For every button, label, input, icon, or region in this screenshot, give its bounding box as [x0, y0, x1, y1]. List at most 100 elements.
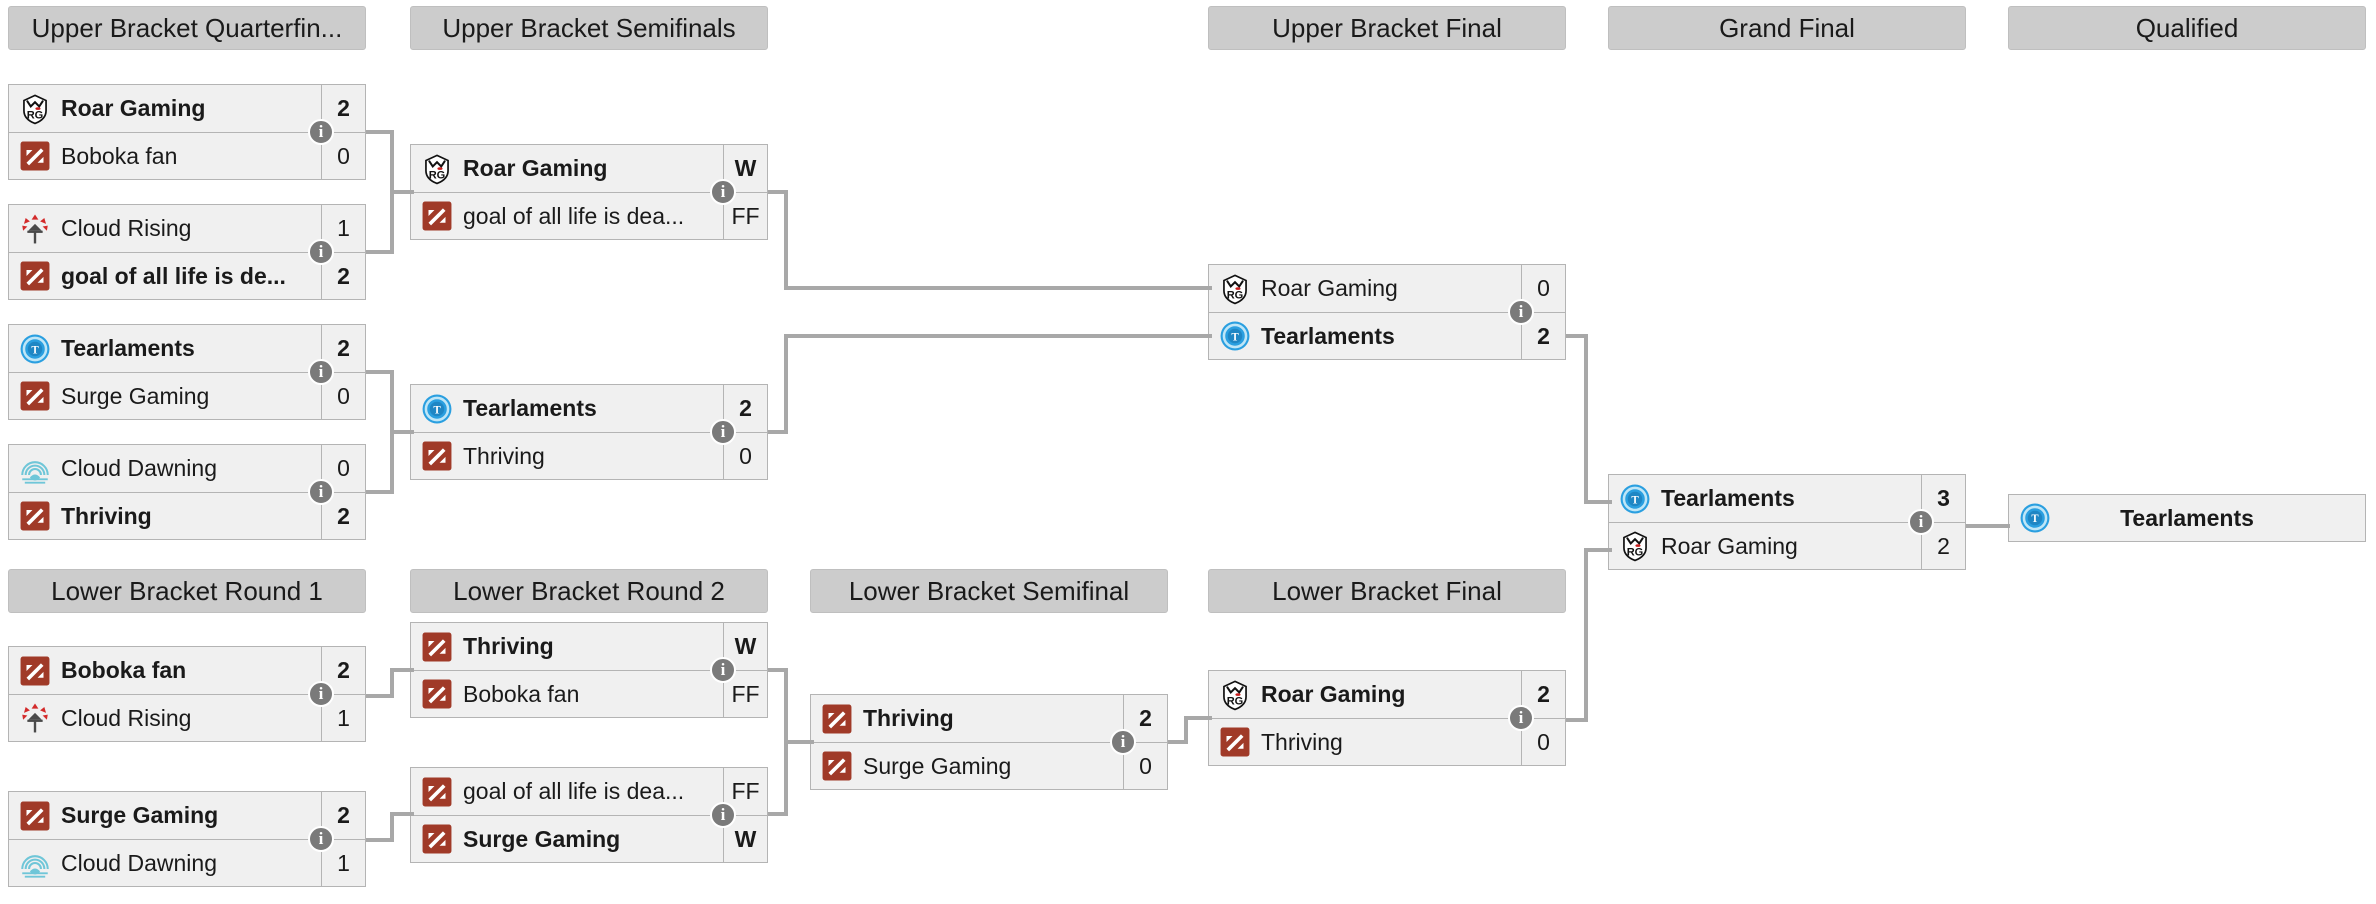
team-name[interactable]: Thriving — [863, 705, 954, 731]
match-team-row[interactable]: goal of all life is dea...FF — [410, 192, 768, 240]
team-name[interactable]: Roar Gaming — [1661, 532, 1798, 559]
info-icon[interactable]: i — [308, 359, 334, 385]
team-name[interactable]: Cloud Rising — [61, 215, 192, 241]
team-logo-cell — [811, 695, 863, 742]
team-score: 2 — [321, 85, 365, 132]
team-score: W — [723, 145, 767, 192]
info-icon[interactable]: i — [710, 657, 736, 683]
team-name[interactable]: Boboka fan — [463, 680, 580, 707]
match-team-row[interactable]: goal of all life is de...2 — [8, 252, 366, 300]
team-name[interactable]: Tearlaments — [463, 395, 597, 421]
team-name[interactable]: Tearlaments — [1661, 485, 1795, 511]
dota-default-logo — [1220, 727, 1250, 757]
team-name[interactable]: Cloud Dawning — [61, 849, 217, 876]
match-team-row[interactable]: Thriving 0 — [1208, 718, 1566, 766]
team-score: 2 — [1921, 523, 1965, 569]
team-name[interactable]: Thriving — [1261, 728, 1343, 755]
info-icon[interactable]: i — [710, 802, 736, 828]
match-team-row[interactable]: goal of all life is dea...FF — [410, 767, 768, 815]
team-name[interactable]: Thriving — [463, 633, 554, 659]
team-name[interactable]: Roar Gaming — [463, 155, 608, 181]
info-icon[interactable]: i — [308, 479, 334, 505]
team-name[interactable]: goal of all life is de... — [61, 262, 286, 289]
team-name[interactable]: Boboka fan — [61, 657, 187, 683]
team-name[interactable]: Surge Gaming — [61, 802, 219, 828]
team-name[interactable]: Boboka fan — [61, 142, 178, 169]
match-team-row[interactable]: RG Roar Gaming 2 — [8, 84, 366, 132]
info-icon[interactable]: i — [1508, 299, 1534, 325]
info-icon[interactable]: i — [308, 239, 334, 265]
team-name[interactable]: Thriving — [463, 442, 545, 469]
team-name[interactable]: goal of all life is dea... — [463, 202, 685, 229]
team-name[interactable]: Tearlaments — [1261, 322, 1395, 349]
roar-gaming-logo: RG — [23, 93, 47, 124]
team-name[interactable]: Cloud Dawning — [61, 455, 217, 481]
team-name[interactable]: Thriving — [61, 502, 152, 529]
team-name[interactable]: goal of all life is dea... — [463, 778, 685, 804]
svg-text:T: T — [2031, 513, 2039, 525]
info-icon[interactable]: i — [710, 419, 736, 445]
info-icon[interactable]: i — [710, 179, 736, 205]
team-name[interactable]: Roar Gaming — [1261, 275, 1398, 301]
info-icon[interactable]: i — [308, 681, 334, 707]
team-name[interactable]: Surge Gaming — [863, 752, 1012, 779]
qualified-team-row[interactable]: T Tearlaments — [2008, 494, 2366, 542]
team-name[interactable]: Roar Gaming — [61, 95, 206, 121]
team-logo-cell — [411, 816, 463, 862]
team-name[interactable]: Surge Gaming — [61, 382, 210, 409]
dota-default-logo — [20, 501, 50, 531]
info-icon[interactable]: i — [1110, 729, 1136, 755]
qualified-team-name[interactable]: Tearlaments — [2120, 504, 2254, 531]
team-name[interactable]: Roar Gaming — [1261, 681, 1406, 707]
roar-gaming-logo: RG — [1223, 679, 1247, 710]
team-name[interactable]: Tearlaments — [61, 335, 195, 361]
team-name[interactable]: Surge Gaming — [463, 825, 621, 852]
dota-default-logo — [20, 381, 50, 411]
info-icon[interactable]: i — [1908, 509, 1934, 535]
team-score: 3 — [1921, 475, 1965, 522]
info-icon[interactable]: i — [1508, 705, 1534, 731]
info-icon[interactable]: i — [308, 119, 334, 145]
qualified-box[interactable]: T Tearlaments — [2008, 494, 2366, 542]
team-name[interactable]: Cloud Rising — [61, 704, 192, 731]
info-icon[interactable]: i — [308, 826, 334, 852]
team-score: 0 — [1521, 719, 1565, 765]
